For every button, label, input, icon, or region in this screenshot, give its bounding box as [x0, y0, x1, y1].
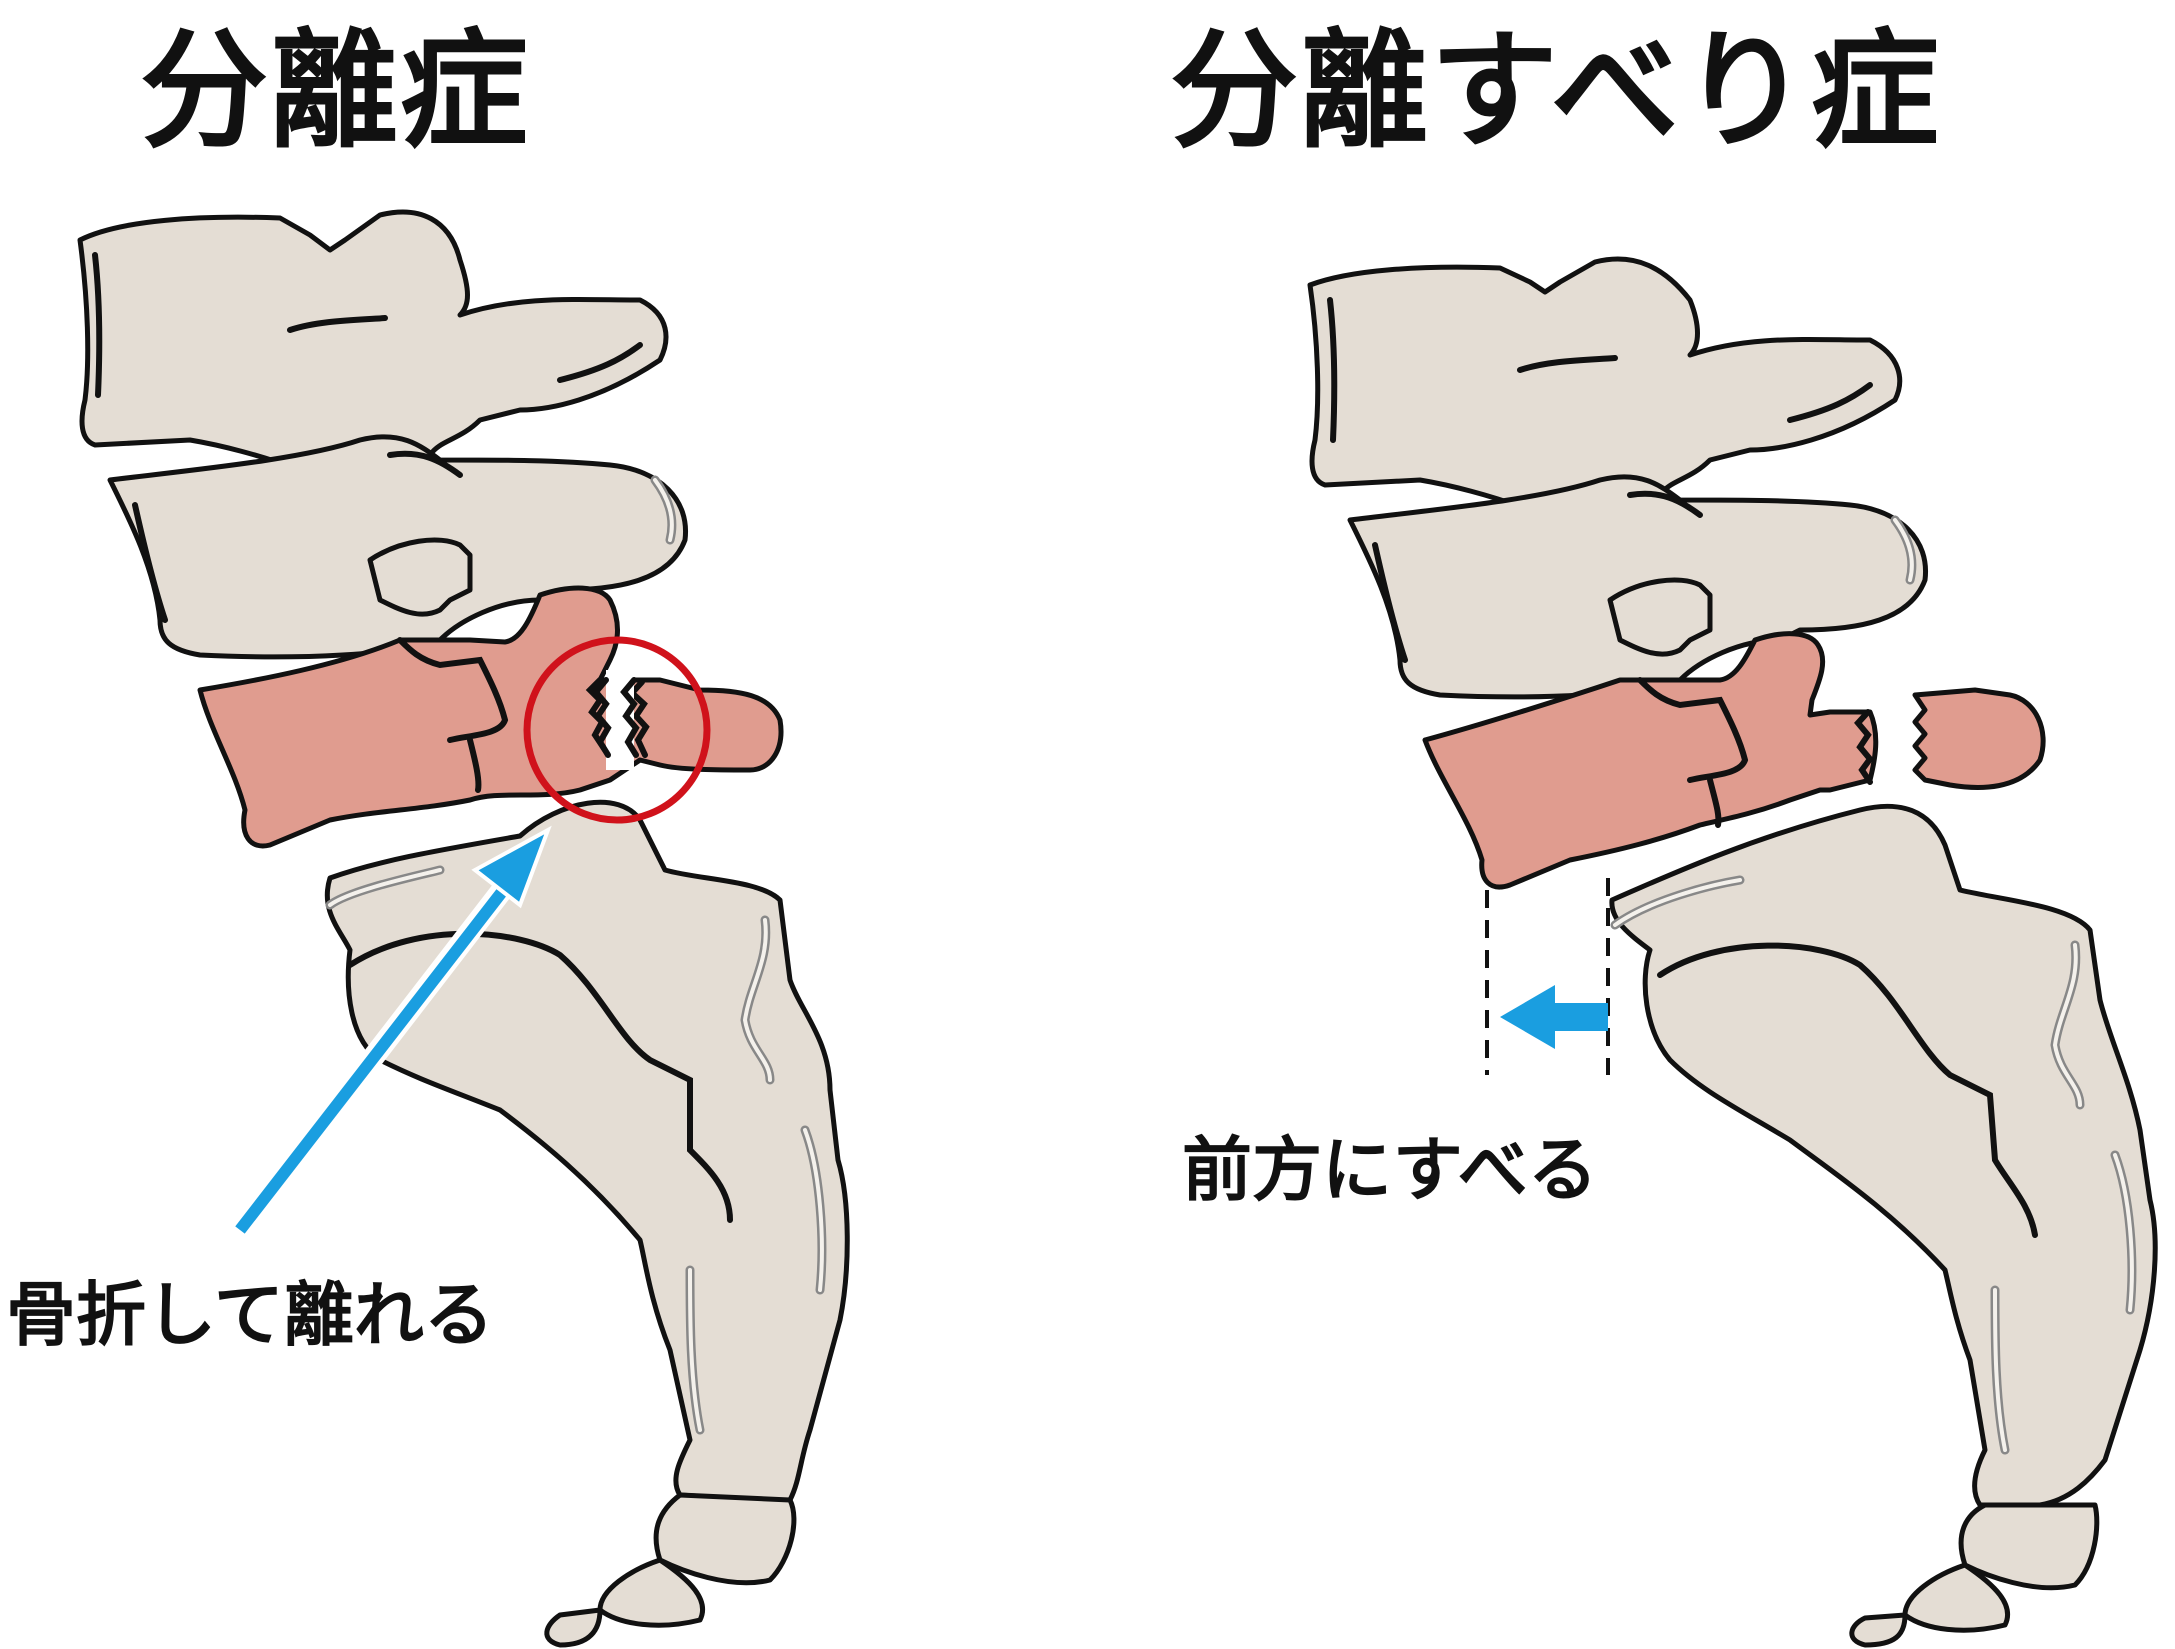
left-coccyx-1	[653, 1492, 797, 1586]
left-vertebra-l3	[77, 209, 669, 473]
label-fracture-separation: 骨折して離れる	[6, 1274, 494, 1356]
left-fracture-line-a	[585, 677, 608, 753]
right-vertebra-l3	[1307, 256, 1903, 513]
right-l4-lamina	[1607, 577, 1713, 657]
title-spondylolisthesis: 分離すべり症	[1170, 17, 1942, 166]
left-coccyx-2	[597, 1557, 706, 1628]
left-sacrum	[324, 799, 850, 1503]
left-vertebra-l5	[197, 585, 784, 849]
right-coccyx-2	[1902, 1562, 2011, 1633]
label-forward-slip: 前方にすべる	[1182, 1129, 1598, 1211]
left-sacrum-line	[347, 930, 733, 1223]
left-arrow-shaft	[235, 884, 510, 1234]
right-sacrum	[1609, 803, 2158, 1508]
right-fracture-line-a	[1854, 709, 1874, 785]
right-sacrum-line	[1657, 942, 2038, 1238]
right-coccyx-1	[1958, 1502, 2100, 1591]
left-arrow-head	[471, 825, 552, 909]
right-coccyx-3	[1849, 1612, 1908, 1648]
right-arrow-shaft	[1550, 1003, 1608, 1031]
left-l4-lamina	[367, 537, 473, 617]
right-arrow-head	[1500, 985, 1555, 1049]
left-coccyx-3	[544, 1607, 603, 1648]
left-fracture-highlight-circle	[523, 636, 711, 824]
right-spine-diagram	[1307, 256, 2158, 1648]
title-spondylolysis: 分離症	[140, 17, 531, 166]
left-spine-diagram	[77, 209, 850, 1648]
right-vertebra-l5	[1422, 631, 1879, 890]
right-separated-fragment	[1912, 687, 2046, 790]
